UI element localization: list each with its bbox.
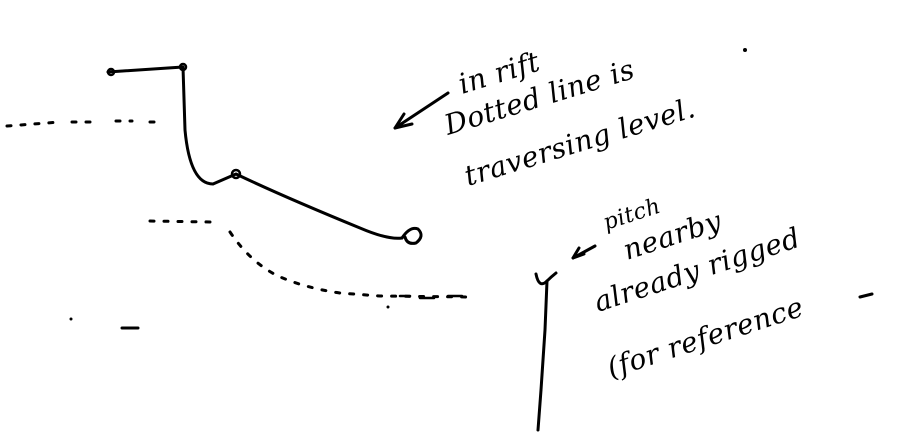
- anchor-point: [230, 168, 242, 180]
- anchor-point: [178, 62, 188, 72]
- rope-end-loop: [400, 226, 423, 245]
- stray-dash: [858, 292, 874, 299]
- pitch-rope-line: [536, 279, 549, 432]
- dot-mark: [386, 305, 390, 309]
- lower-traverse-dotted-line: [148, 219, 472, 299]
- upper-traverse-dotted-line: [5, 119, 156, 128]
- pitch-arrow: [571, 244, 597, 260]
- note-arrow: [393, 91, 450, 130]
- dash-mark: [398, 294, 464, 300]
- anchor-point: [106, 67, 116, 77]
- rope-profile-line: [106, 65, 404, 240]
- pitch-anchor-y: [534, 271, 558, 286]
- dot-mark: [69, 317, 73, 321]
- stray-dot: [743, 48, 747, 52]
